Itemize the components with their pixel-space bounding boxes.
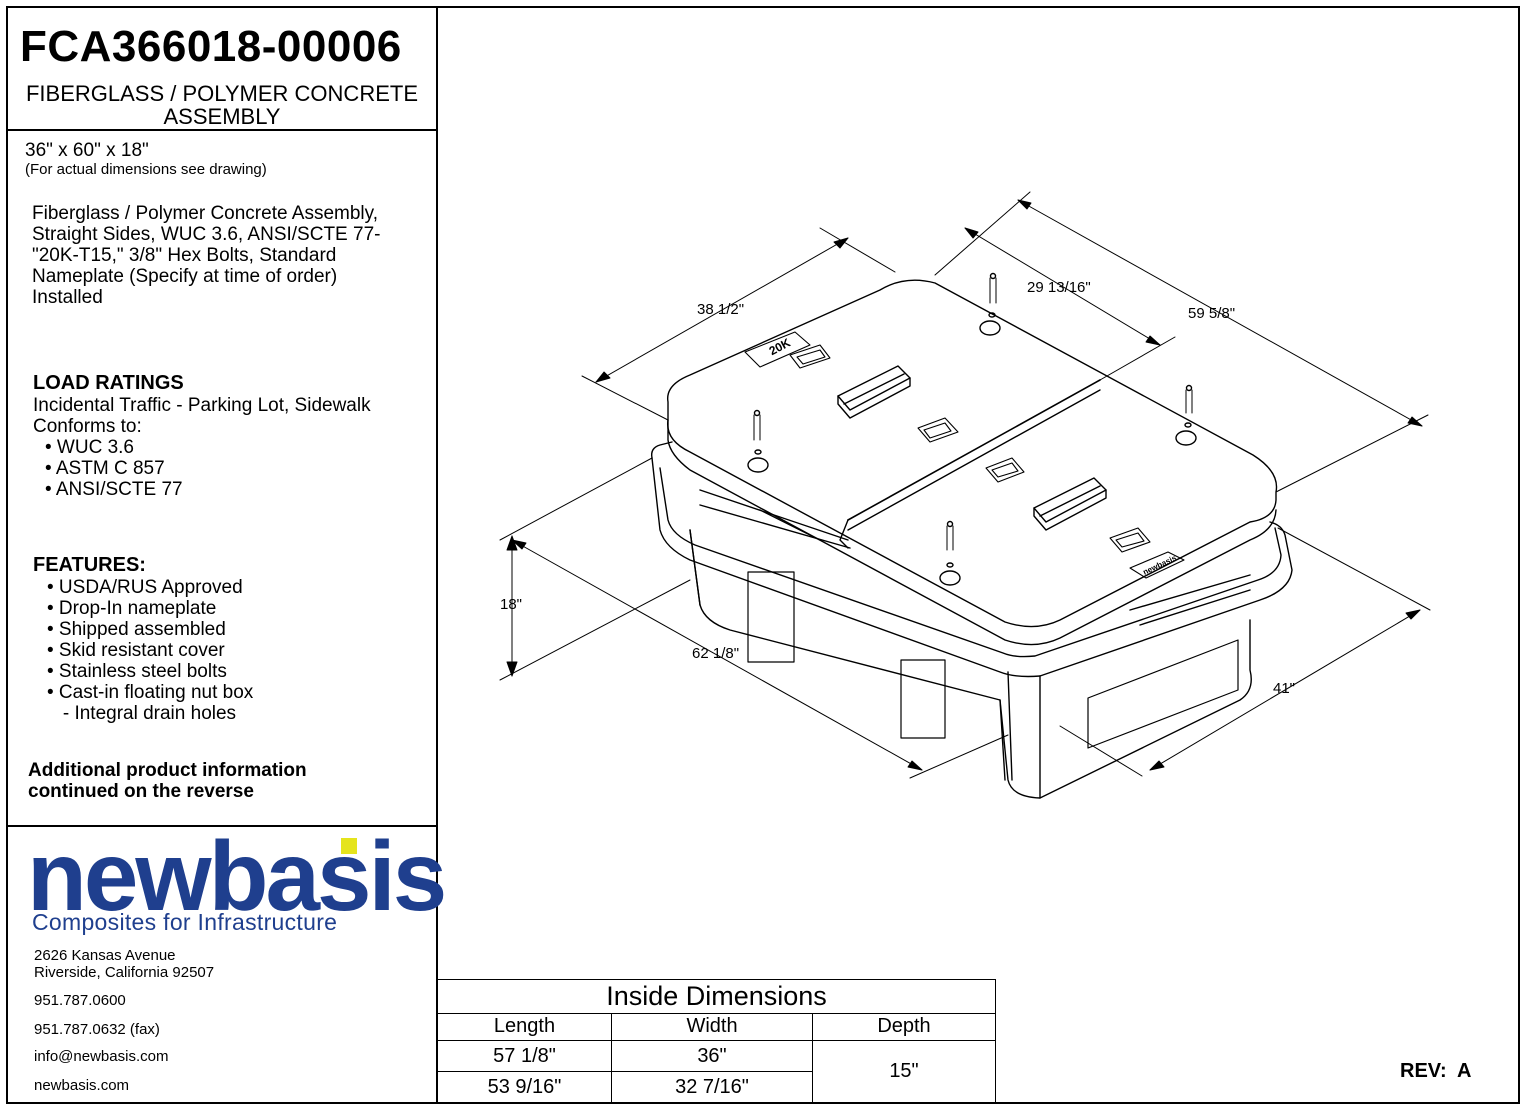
dim-label: 38 1/2" <box>697 301 744 318</box>
load-ratings-heading: LOAD RATINGS <box>33 372 184 394</box>
standard-item: • ASTM C 857 <box>45 458 165 479</box>
title-block-divider <box>436 6 438 1104</box>
address-line-2: Riverside, California 92507 <box>34 964 215 981</box>
inside-dimensions-title: Inside Dimensions <box>437 979 996 1014</box>
nominal-size: 36" x 60" x 18" <box>25 140 149 161</box>
company-logo: newbasis <box>27 821 447 931</box>
divider-company <box>6 825 438 827</box>
standard-item: • ANSI/SCTE 77 <box>45 479 183 500</box>
lid <box>666 272 1278 646</box>
dim-label: 62 1/8" <box>692 645 739 662</box>
table-cell: 53 9/16" <box>437 1071 612 1104</box>
conforms-label: Conforms to: <box>33 416 142 437</box>
additional-info: Additional product information continued… <box>28 760 307 802</box>
fax: 951.787.0632 (fax) <box>34 1021 160 1038</box>
inside-dimensions-table: Inside Dimensions Length Width Depth 57 … <box>437 979 996 1105</box>
dim-label: 41" <box>1273 680 1295 697</box>
part-number: FCA366018-00006 <box>20 22 402 71</box>
feature-item: • Skid resistant cover <box>47 640 225 661</box>
company-tagline: Composites for Infrastructure <box>32 909 338 935</box>
revision-label: REV: A <box>1400 1060 1472 1082</box>
website-link[interactable]: newbasis.com <box>34 1077 130 1094</box>
features-heading: FEATURES: <box>33 554 146 576</box>
feature-item: • USDA/RUS Approved <box>47 577 243 598</box>
dim-label: 29 13/16" <box>1027 279 1091 296</box>
divider-title <box>6 129 438 131</box>
feature-item: • Cast-in floating nut box <box>47 682 254 703</box>
subtitle: FIBERGLASS / POLYMER CONCRETE ASSEMBLY <box>25 81 418 129</box>
table-cell: 36" <box>611 1039 813 1073</box>
box-body <box>650 441 1293 799</box>
product-description: Fiberglass / Polymer Concrete Assembly, … <box>32 203 381 308</box>
standard-item: • WUC 3.6 <box>45 437 134 458</box>
logo-accent-square <box>341 838 357 854</box>
dimension-lines <box>499 191 1431 779</box>
isometric-drawing: 38 1/2" 29 13/16" 59 5/8" 18" 62 1/8" 41… <box>499 191 1431 799</box>
load-traffic: Incidental Traffic - Parking Lot, Sidewa… <box>33 395 371 416</box>
feature-item: • Shipped assembled <box>47 619 226 640</box>
col-header: Depth <box>812 1012 996 1041</box>
col-header: Width <box>611 1012 813 1041</box>
size-note: (For actual dimensions see drawing) <box>25 161 267 178</box>
feature-item: - Integral drain holes <box>47 703 237 724</box>
dim-label: 59 5/8" <box>1188 305 1235 322</box>
feature-item: • Stainless steel bolts <box>47 661 227 682</box>
col-header: Length <box>437 1012 612 1041</box>
address-line-1: 2626 Kansas Avenue <box>34 947 176 964</box>
table-cell: 32 7/16" <box>611 1071 813 1104</box>
depth-cell: 15" <box>812 1039 996 1105</box>
email-link[interactable]: info@newbasis.com <box>34 1048 169 1065</box>
dim-label: 18" <box>500 596 522 613</box>
table-cell: 57 1/8" <box>437 1039 612 1073</box>
phone: 951.787.0600 <box>34 992 126 1009</box>
feature-item: • Drop-In nameplate <box>47 598 217 619</box>
